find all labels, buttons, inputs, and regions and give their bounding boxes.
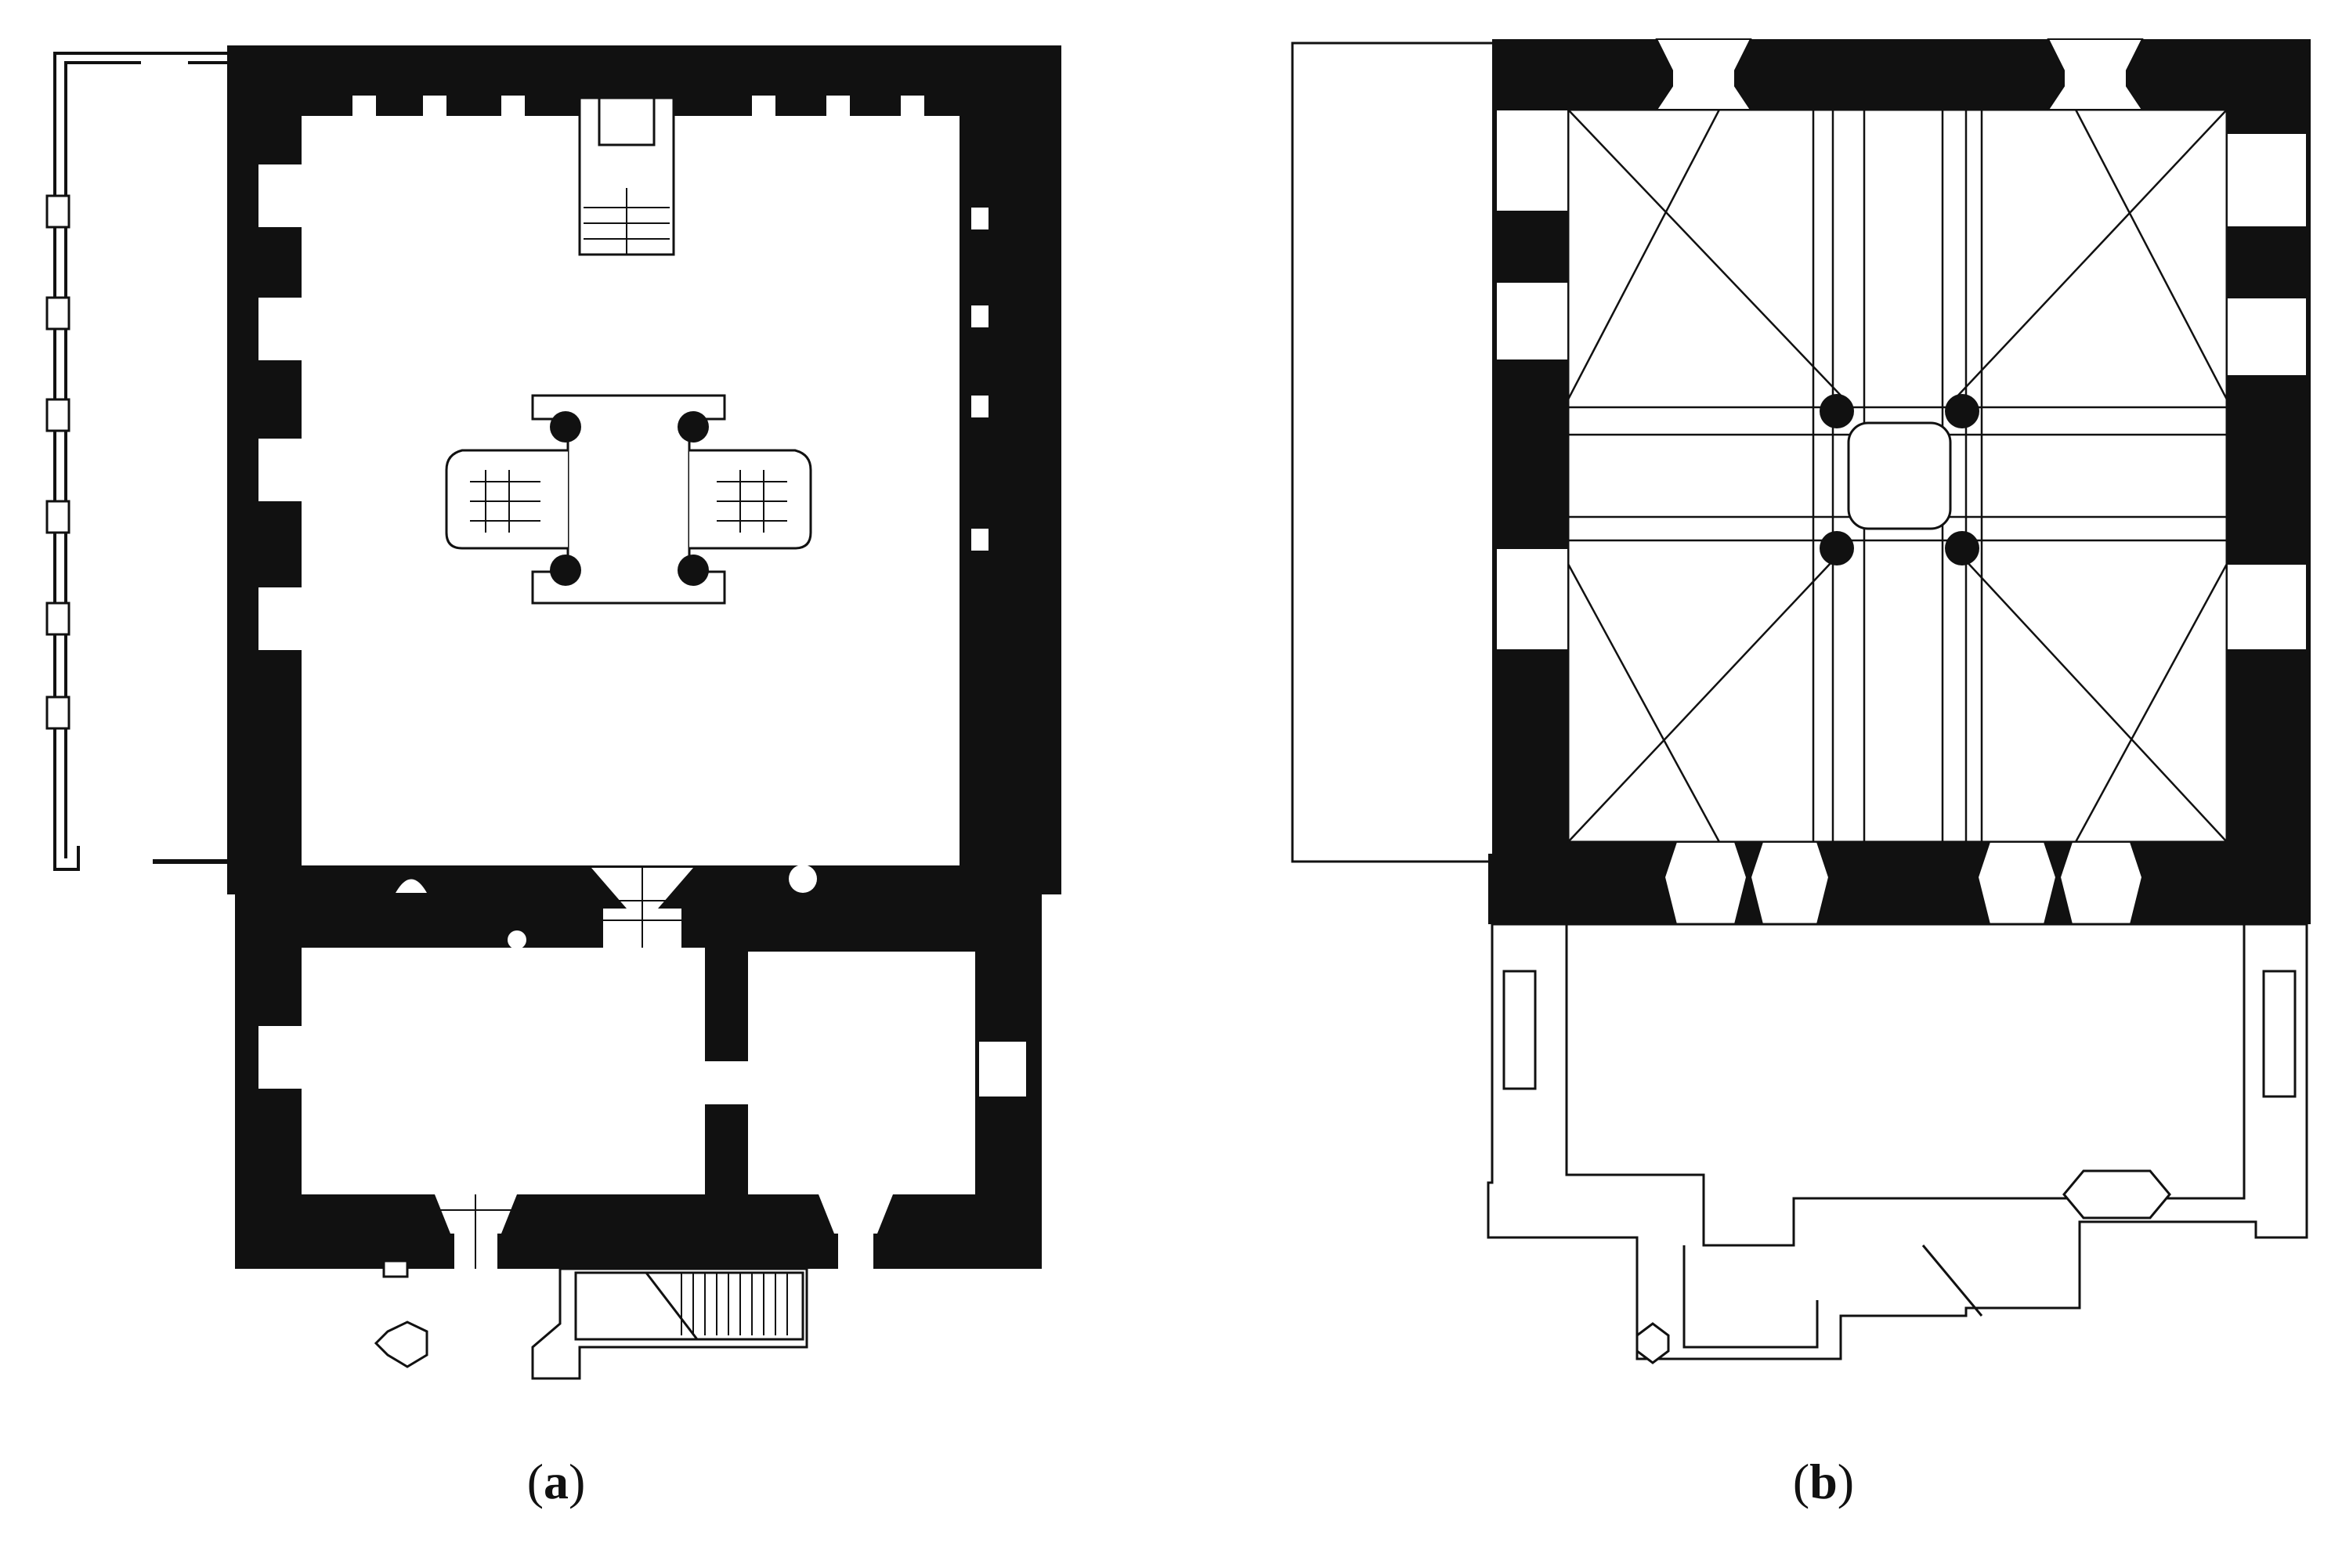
plan-a-entrance-stair (374, 1259, 808, 1380)
plan-a (45, 45, 1061, 1380)
plan-a-central-platform (445, 394, 812, 605)
plan-a-top-stair (578, 96, 675, 256)
plan-a-top-windows (141, 55, 924, 116)
caption-b-letter: b (1809, 1454, 1838, 1509)
plan-b-annex (1291, 42, 1496, 863)
plan-a-divider-openings (396, 865, 817, 949)
caption-b-open: ( (1792, 1454, 1810, 1509)
plan-b-walls (1488, 39, 2311, 924)
plan-a-inner-door (705, 1061, 748, 1104)
plan-a-left-windows (258, 164, 302, 1089)
plan-a-walls (227, 45, 1061, 1269)
caption-a-close: ) (569, 1454, 586, 1509)
plan-a-right-openings (971, 208, 1026, 1097)
caption-a-letter: a (544, 1454, 569, 1509)
plan-a-side-arcade (45, 52, 235, 871)
plan-a-bottom-openings (435, 1194, 893, 1269)
plan-b-window-openings (1495, 38, 2308, 925)
plan-b (1291, 38, 2311, 1364)
caption-a-open: ( (526, 1454, 544, 1509)
caption-b-close: ) (1837, 1454, 1855, 1509)
caption-a: (a) (478, 1453, 634, 1511)
caption-b: (b) (1745, 1453, 1902, 1511)
plan-b-lower-rooms (1487, 923, 2308, 1364)
plan-b-vault-grid (1567, 108, 2228, 844)
